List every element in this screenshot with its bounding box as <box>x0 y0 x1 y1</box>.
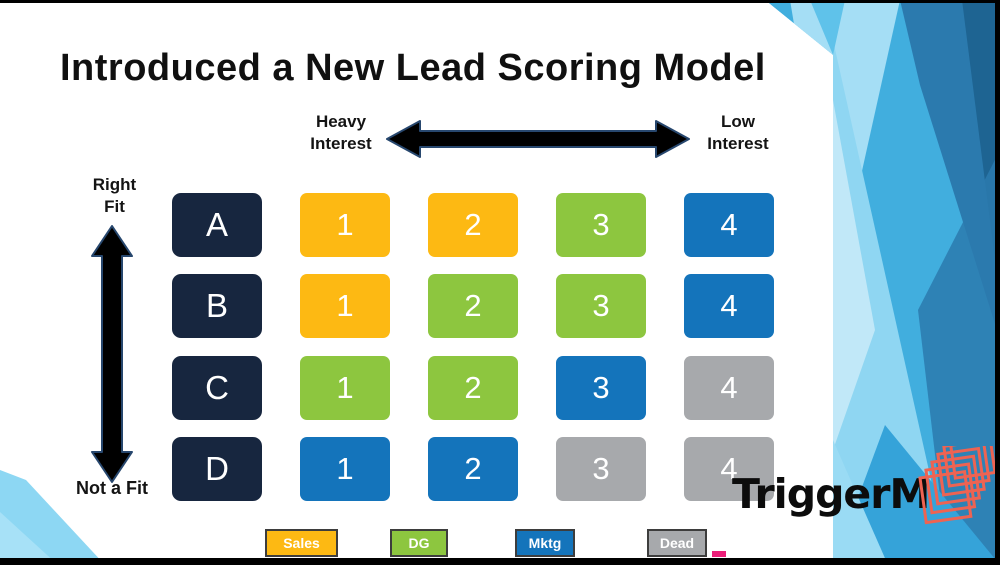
legend-mktg: Mktg <box>515 529 575 557</box>
legend-sales: Sales <box>265 529 338 557</box>
matrix-cell-a4: 4 <box>684 193 774 257</box>
background-geometric-panel <box>765 0 1000 565</box>
row-header-d: D <box>172 437 262 501</box>
matrix-cell-a3: 3 <box>556 193 646 257</box>
matrix-cell-c3: 3 <box>556 356 646 420</box>
interest-axis-arrow-icon <box>386 120 690 158</box>
matrix-cell-d2: 2 <box>428 437 518 501</box>
bottom-edge-bar <box>0 558 1000 565</box>
magenta-mark <box>712 551 726 557</box>
matrix-cell-b2: 2 <box>428 274 518 338</box>
matrix-cell-c1: 1 <box>300 356 390 420</box>
matrix-cell-c4: 4 <box>684 356 774 420</box>
row-header-a: A <box>172 193 262 257</box>
stacked-cubes-icon <box>918 446 997 525</box>
legend-dg: DG <box>390 529 448 557</box>
matrix-cell-a2: 2 <box>428 193 518 257</box>
low-interest-label: Low Interest <box>707 112 769 154</box>
logo-text: TriggerM <box>732 470 930 518</box>
legend-dead: Dead <box>647 529 707 557</box>
right-edge-bar <box>995 0 1000 565</box>
legend: Sales DG Mktg Dead <box>265 529 715 557</box>
slide-title: Introduced a New Lead Scoring Model <box>60 47 766 89</box>
row-header-b: B <box>172 274 262 338</box>
matrix-cell-c2: 2 <box>428 356 518 420</box>
matrix-cell-d4: 4 <box>684 437 774 501</box>
background-corner-triangle <box>0 470 105 565</box>
matrix-cell-b1: 1 <box>300 274 390 338</box>
matrix-cell-d3: 3 <box>556 437 646 501</box>
heavy-interest-label: Heavy Interest <box>310 112 372 154</box>
row-header-c: C <box>172 356 262 420</box>
matrix-cell-a1: 1 <box>300 193 390 257</box>
matrix-cell-b3: 3 <box>556 274 646 338</box>
not-a-fit-label: Not a Fit <box>76 478 148 498</box>
matrix-cell-b4: 4 <box>684 274 774 338</box>
matrix-cell-d1: 1 <box>300 437 390 501</box>
fit-axis-arrow-icon <box>91 225 133 483</box>
top-edge-bar <box>0 0 1000 3</box>
right-fit-label: Right Fit <box>92 175 137 217</box>
